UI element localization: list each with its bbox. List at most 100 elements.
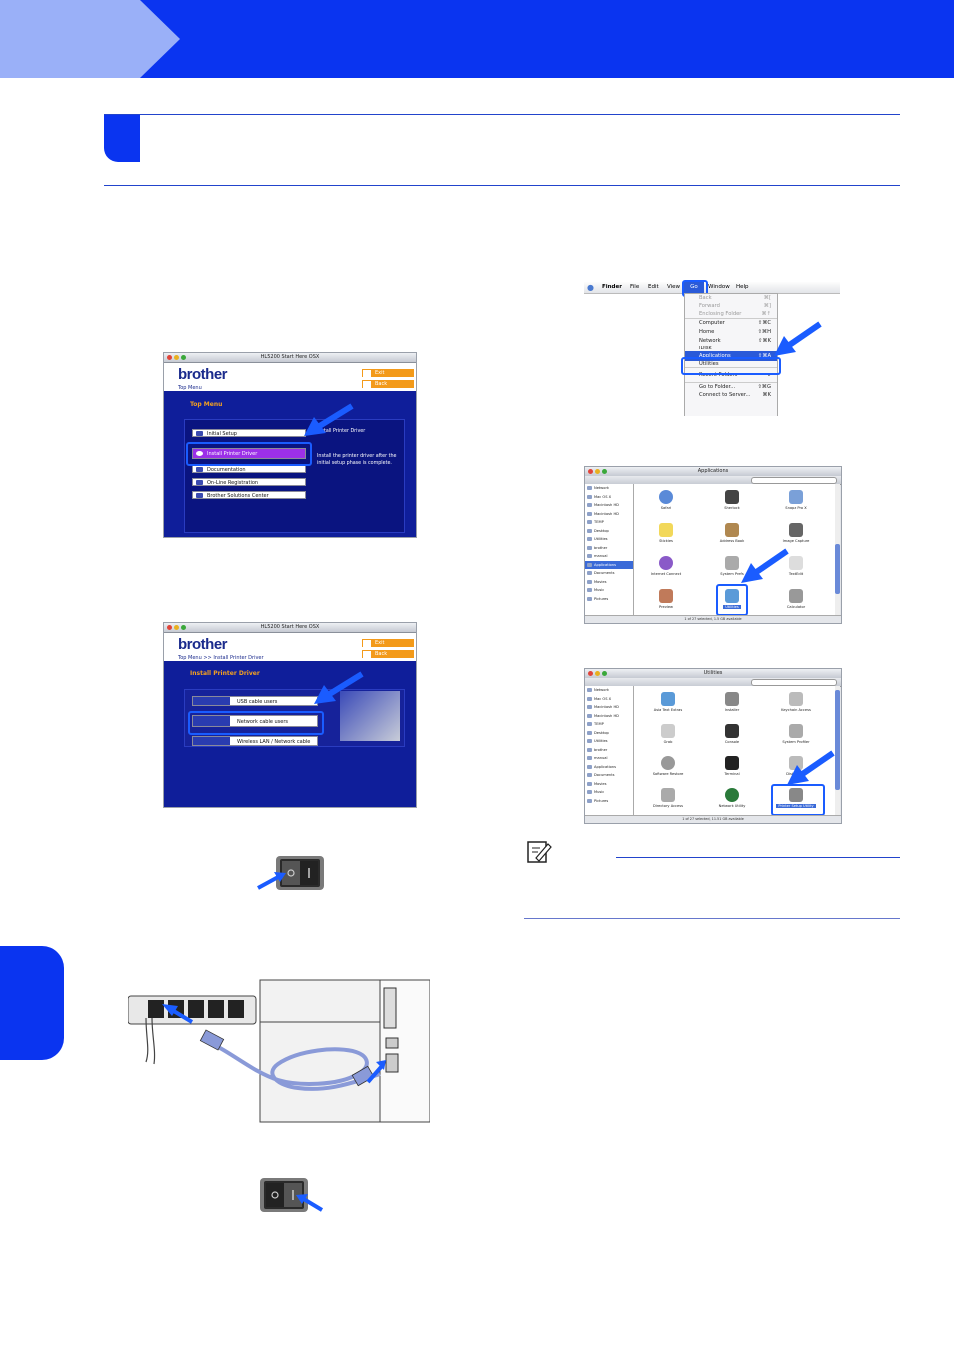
menu-help[interactable]: Help [736, 284, 749, 290]
sidebar-item[interactable]: Pictures [585, 595, 633, 604]
app-calculator[interactable]: Calculator [766, 589, 826, 609]
app-sherlock[interactable]: Sherlock [702, 490, 762, 510]
sidebar-item-applications[interactable]: Applications [585, 560, 633, 569]
app-address-book[interactable]: Address Book [702, 523, 762, 543]
app-system-profiler[interactable]: System Profiler [766, 724, 826, 744]
exit-button[interactable]: Exit [362, 369, 414, 377]
sidebar-item[interactable]: Music [585, 788, 633, 797]
menu-install-printer-driver[interactable]: Install Printer Driver [192, 448, 306, 459]
go-item-forward[interactable]: Forward⌘] [685, 302, 777, 310]
menu-edit[interactable]: Edit [648, 284, 659, 290]
sidebar-item[interactable]: Documents [585, 569, 633, 578]
app-terminal[interactable]: Terminal [702, 756, 762, 776]
scroll-thumb[interactable] [835, 544, 840, 594]
sidebar-item[interactable]: Macintosh HD [585, 501, 633, 510]
menu-documentation[interactable]: Documentation [192, 465, 306, 473]
app-installer[interactable]: Installer [702, 692, 762, 712]
menu-go[interactable]: Go [684, 282, 704, 293]
app-internet-connect[interactable]: Internet Connect [636, 556, 696, 576]
go-item-computer[interactable]: Computer⇧⌘C [685, 319, 777, 328]
menu-online-registration[interactable]: On-Line Registration [192, 478, 306, 486]
go-item-idisk[interactable]: iDisk [685, 346, 777, 351]
sidebar-item[interactable]: Macintosh HD [585, 510, 633, 519]
status-bar: 1 of 27 selected, 11.51 GB available [585, 815, 841, 823]
app-safari[interactable]: Safari [636, 490, 696, 510]
textedit-icon [789, 556, 803, 570]
back-label: Back [375, 381, 388, 387]
app-software-restore[interactable]: Software Restore [638, 756, 698, 776]
go-item-enclosing[interactable]: Enclosing Folder⌘↑ [685, 310, 777, 319]
scrollbar[interactable] [835, 484, 840, 616]
app-image-capture[interactable]: Image Capture [766, 523, 826, 543]
menu-initial-setup[interactable]: Initial Setup [192, 429, 306, 437]
sidebar-item[interactable]: manual [585, 552, 633, 561]
back-button[interactable]: Back [362, 380, 414, 388]
sidebar-item[interactable]: TEMP [585, 518, 633, 527]
sidebar-item[interactable]: Pictures [585, 797, 633, 806]
go-dropdown: Back⌘[ Forward⌘] Enclosing Folder⌘↑ Comp… [684, 293, 778, 416]
sidebar-item[interactable]: Desktop [585, 729, 633, 738]
app-utilities[interactable]: Utilities [702, 589, 762, 609]
go-item-home[interactable]: Home⇧⌘H [685, 328, 777, 337]
sidebar-item[interactable]: Documents [585, 771, 633, 780]
sidebar-item[interactable]: Mac OS X [585, 695, 633, 704]
app-preview[interactable]: Preview [636, 589, 696, 609]
highlight-box [186, 442, 312, 466]
app-grab[interactable]: Grab [638, 724, 698, 744]
sidebar-item[interactable]: TEMP [585, 720, 633, 729]
go-item-recent-folders[interactable]: Recent Folders▸ [685, 368, 777, 383]
power-switch-on [257, 856, 324, 890]
go-item-utilities[interactable]: Utilities [685, 361, 777, 368]
sidebar-item[interactable]: Movies [585, 578, 633, 587]
app-directory-access[interactable]: Directory Access [638, 788, 698, 808]
search-input[interactable] [751, 679, 837, 686]
sidebar-item[interactable]: brother [585, 746, 633, 755]
search-input[interactable] [751, 477, 837, 484]
installer-icon [725, 692, 739, 706]
sidebar-item[interactable]: Network [585, 686, 633, 695]
app-stickies[interactable]: Stickies [636, 523, 696, 543]
app-console[interactable]: Console [702, 724, 762, 744]
menu-usb-cable-users[interactable]: USB cable users [192, 696, 318, 706]
menu-finder[interactable]: Finder [602, 284, 622, 290]
menu-view[interactable]: View [667, 284, 681, 290]
sidebar-item[interactable]: Network [585, 484, 633, 493]
sidebar-item[interactable]: Desktop [585, 527, 633, 536]
menu-network-cable-users[interactable]: Network cable users [192, 715, 318, 727]
go-item-network[interactable]: Network⇧⌘K [685, 337, 777, 346]
sidebar-item[interactable]: Music [585, 586, 633, 595]
sidebar-item[interactable]: Applications [585, 763, 633, 772]
back-button[interactable]: Back [362, 650, 414, 658]
go-item-back[interactable]: Back⌘[ [685, 294, 777, 302]
app-asia-text-extras[interactable]: Asia Text Extras [638, 692, 698, 712]
scrollbar[interactable] [835, 686, 840, 816]
sidebar-item[interactable]: manual [585, 754, 633, 763]
sidebar-item[interactable]: Mac OS X [585, 493, 633, 502]
go-item-applications[interactable]: Applications⇧⌘A [685, 351, 777, 361]
sidebar-item[interactable]: Utilities [585, 535, 633, 544]
menu-wireless-lan[interactable]: Wireless LAN / Network cable [192, 736, 318, 746]
item-shortcut: ⌘[ [763, 295, 771, 301]
app-printer-setup-utility[interactable]: Printer Setup Utility [766, 788, 826, 808]
scroll-thumb[interactable] [835, 690, 840, 790]
menu-solutions-center[interactable]: Brother Solutions Center [192, 491, 306, 499]
sidebar-item[interactable]: Macintosh HD [585, 712, 633, 721]
sidebar-item[interactable]: brother [585, 544, 633, 553]
sidebar-item[interactable]: Macintosh HD [585, 703, 633, 712]
go-item-goto-folder[interactable]: Go to Folder...⇧⌘G [685, 383, 777, 391]
info-text: Install the printer driver after the ini… [317, 454, 397, 466]
app-keychain[interactable]: Keychain Access [766, 692, 826, 712]
camera-icon [789, 523, 803, 537]
app-network-utility[interactable]: Network Utility [702, 788, 762, 808]
go-item-connect-server[interactable]: Connect to Server...⌘K [685, 391, 777, 399]
app-label: Utilities [723, 605, 741, 609]
sidebar-item[interactable]: Movies [585, 780, 633, 789]
menu-file[interactable]: File [630, 284, 640, 290]
document-icon [196, 467, 203, 472]
app-system-prefs[interactable]: System Prefs [702, 556, 762, 576]
menu-window[interactable]: Window [708, 284, 730, 290]
app-snapz[interactable]: Snapz Pro X [766, 490, 826, 510]
app-textedit[interactable]: TextEdit [766, 556, 826, 576]
exit-button[interactable]: Exit [362, 639, 414, 647]
sidebar-item[interactable]: Utilities [585, 737, 633, 746]
